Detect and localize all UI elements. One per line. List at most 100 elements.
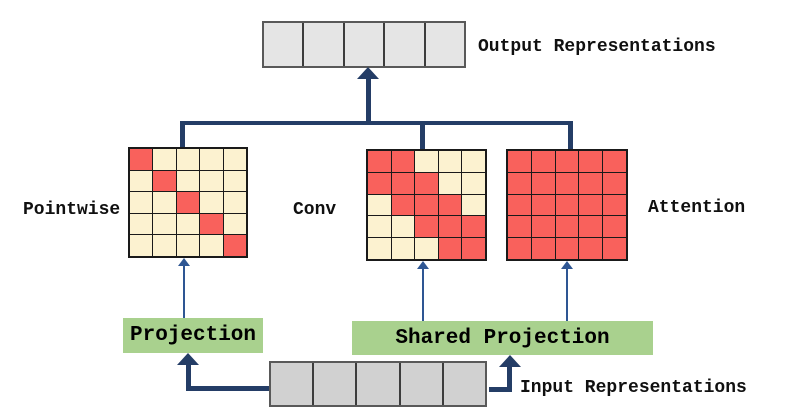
attention-matrix xyxy=(506,149,628,261)
matrix-cell xyxy=(153,213,176,235)
matrix-cell xyxy=(391,238,415,259)
matrix-cell xyxy=(508,172,531,194)
matrix-cell xyxy=(555,151,579,172)
input-left-arrow-horizontal xyxy=(186,386,269,391)
matrix-cell xyxy=(223,235,246,256)
matrix-cell xyxy=(153,149,176,170)
matrix-cell xyxy=(200,170,223,192)
matrix-cell xyxy=(153,235,176,256)
projection-input-arrowhead-icon xyxy=(177,353,199,365)
matrix-cell xyxy=(438,216,462,238)
matrix-cell xyxy=(531,151,555,172)
matrix-cell xyxy=(200,192,223,213)
matrix-cell xyxy=(176,149,200,170)
pointwise-matrix xyxy=(128,147,248,258)
shared-to-conv-line xyxy=(422,268,424,321)
projection-box: Projection xyxy=(123,318,263,353)
strip-cell xyxy=(357,363,401,405)
matrix-cell xyxy=(531,216,555,238)
matrix-cell xyxy=(176,235,200,256)
matrix-cell xyxy=(368,172,391,194)
projection-label: Projection xyxy=(129,324,257,347)
matrix-cell xyxy=(438,151,462,172)
strip-cell xyxy=(400,363,444,405)
pointwise-arrowhead-icon xyxy=(178,258,190,266)
shared-projection-label: Shared Projection xyxy=(395,326,610,350)
matrix-cell xyxy=(200,235,223,256)
merge-connector-line xyxy=(180,121,573,125)
matrix-cell xyxy=(391,151,415,172)
matrix-cell xyxy=(462,172,485,194)
matrix-cell xyxy=(223,213,246,235)
matrix-cell xyxy=(462,194,485,216)
matrix-cell xyxy=(462,151,485,172)
projection-to-pointwise-line xyxy=(183,265,185,318)
matrix-cell xyxy=(579,216,603,238)
matrix-cell xyxy=(603,216,626,238)
output-representations-label: Output Representations xyxy=(478,37,716,57)
matrix-cell xyxy=(415,172,438,194)
matrix-cell xyxy=(368,194,391,216)
matrix-cell xyxy=(415,151,438,172)
merge-stub-pointwise xyxy=(180,121,185,148)
matrix-cell xyxy=(531,194,555,216)
strip-cell xyxy=(425,23,465,66)
strip-cell xyxy=(304,23,345,66)
matrix-cell xyxy=(368,238,391,259)
strip-cell xyxy=(314,363,358,405)
matrix-cell xyxy=(579,194,603,216)
matrix-cell xyxy=(391,216,415,238)
matrix-cell xyxy=(555,194,579,216)
matrix-cell xyxy=(508,216,531,238)
matrix-cell xyxy=(153,192,176,213)
matrix-cell xyxy=(223,170,246,192)
matrix-cell xyxy=(462,216,485,238)
matrix-cell xyxy=(508,194,531,216)
matrix-cell xyxy=(555,172,579,194)
matrix-cell xyxy=(531,172,555,194)
matrix-cell xyxy=(438,238,462,259)
matrix-cell xyxy=(603,238,626,259)
conv-label: Conv xyxy=(293,200,337,220)
matrix-cell xyxy=(130,149,153,170)
strip-cell xyxy=(264,23,305,66)
input-representations-strip xyxy=(269,361,487,407)
strip-cell xyxy=(271,363,315,405)
matrix-cell xyxy=(603,194,626,216)
attention-label: Attention xyxy=(648,198,746,218)
strip-cell xyxy=(443,363,486,405)
merge-stub-attention xyxy=(568,121,573,150)
conv-matrix xyxy=(366,149,487,261)
matrix-cell xyxy=(415,216,438,238)
matrix-cell xyxy=(603,172,626,194)
input-representations-label: Input Representations xyxy=(520,378,747,398)
input-right-arrow-horizontal xyxy=(489,387,512,392)
matrix-cell xyxy=(130,170,153,192)
matrix-cell xyxy=(531,238,555,259)
output-arrowhead-icon xyxy=(357,67,379,79)
pointwise-label: Pointwise xyxy=(23,200,121,220)
matrix-cell xyxy=(508,238,531,259)
output-arrow-shaft xyxy=(366,78,371,123)
matrix-cell xyxy=(462,238,485,259)
matrix-cell xyxy=(200,149,223,170)
input-right-arrow-vertical xyxy=(507,366,512,392)
matrix-cell xyxy=(153,170,176,192)
matrix-cell xyxy=(508,151,531,172)
matrix-cell xyxy=(438,172,462,194)
input-left-arrow-vertical xyxy=(186,364,191,391)
matrix-cell xyxy=(579,172,603,194)
strip-cell xyxy=(385,23,426,66)
shared-projection-box: Shared Projection xyxy=(352,321,653,355)
matrix-cell xyxy=(130,192,153,213)
merge-stub-conv xyxy=(420,121,425,150)
matrix-cell xyxy=(555,238,579,259)
matrix-cell xyxy=(438,194,462,216)
strip-cell xyxy=(344,23,386,66)
matrix-cell xyxy=(579,238,603,259)
matrix-cell xyxy=(391,172,415,194)
conv-arrowhead-icon xyxy=(417,261,429,269)
matrix-cell xyxy=(368,151,391,172)
matrix-cell xyxy=(130,235,153,256)
